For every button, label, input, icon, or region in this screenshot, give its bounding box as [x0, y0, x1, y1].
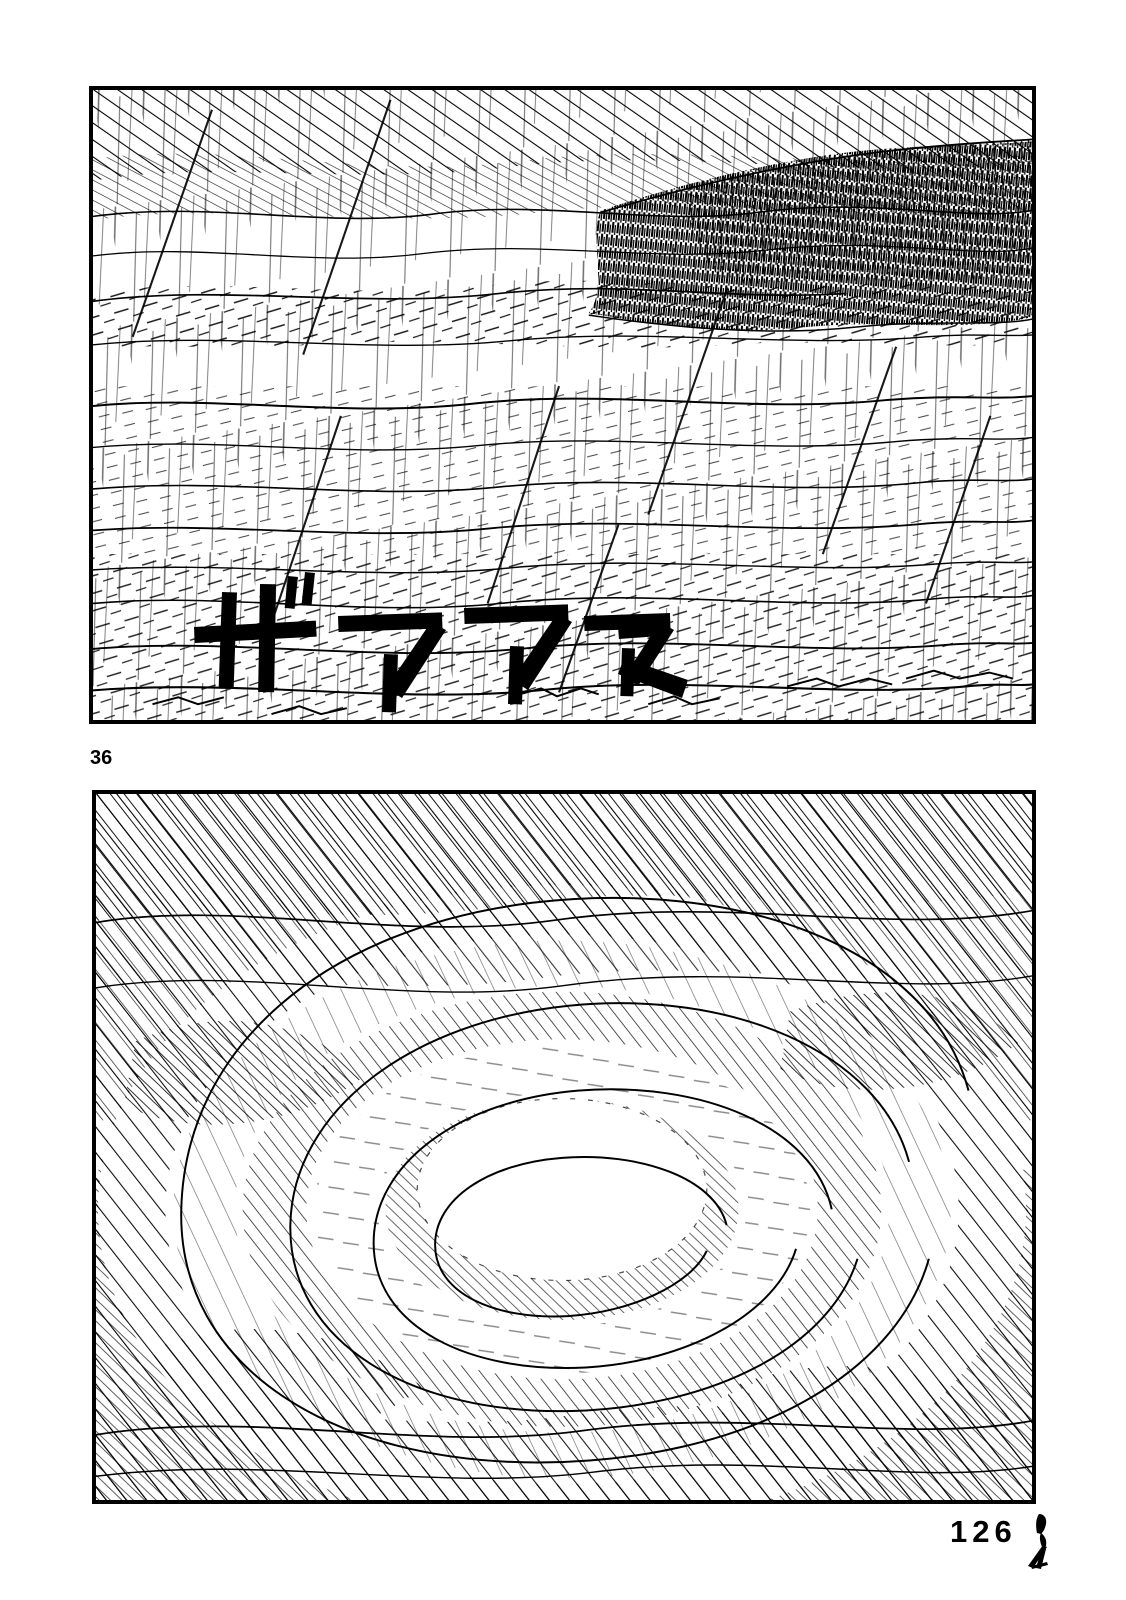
page-footer: 126: [950, 1514, 1057, 1572]
panel-2: [92, 790, 1036, 1504]
running-figure-glyph: [1027, 1514, 1048, 1569]
panel-number-36: 36: [90, 747, 113, 769]
panel-1-artwork: [93, 90, 1032, 720]
panel-1: [89, 86, 1036, 724]
panel-2-artwork: [96, 794, 1032, 1500]
page-number: 126: [950, 1514, 1017, 1549]
